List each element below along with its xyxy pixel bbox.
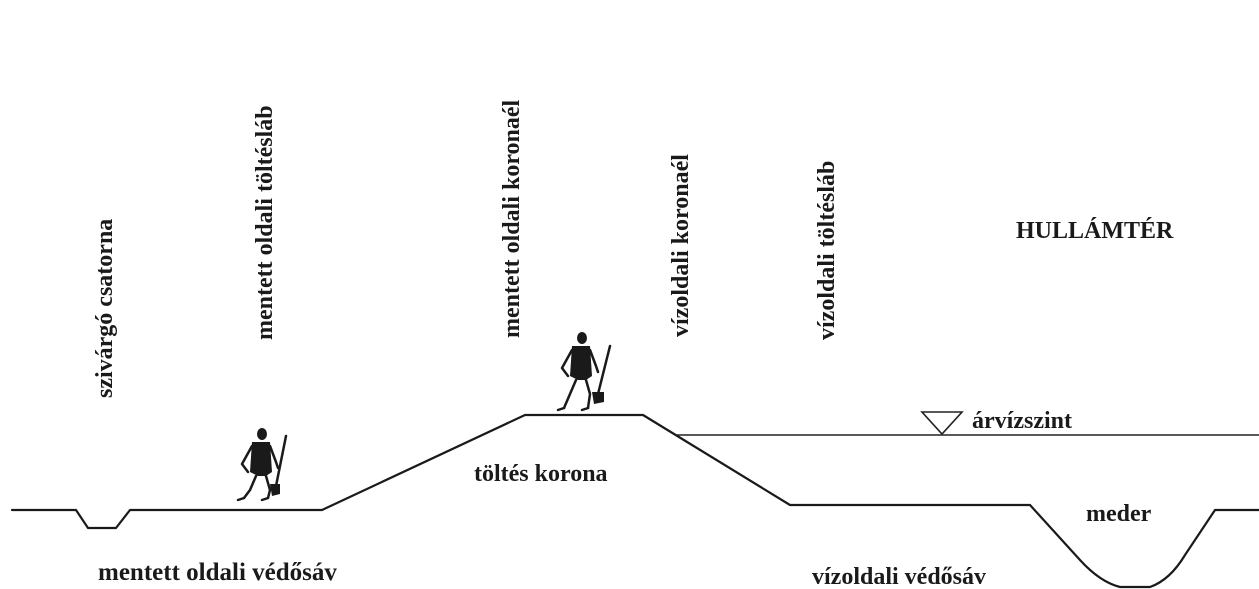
label-mentett-oldali-koronael: mentett oldali koronaél (499, 99, 525, 338)
label-szivargo-csatorna: szivárgó csatorna (92, 219, 118, 398)
label-arvizszint: árvízszint (972, 408, 1072, 434)
label-vizoldali-tolteslab: vízoldali töltésláb (814, 161, 840, 340)
worker-with-shovel-icon (556, 332, 612, 412)
label-meder: meder (1086, 501, 1152, 527)
label-hullamter: HULLÁMTÉR (1016, 218, 1174, 244)
ground-profile-line (10, 413, 1259, 589)
label-mentett-oldali-vedosav: mentett oldali védősáv (98, 559, 337, 586)
label-mentett-oldali-tolteslab: mentett oldali töltésláb (252, 105, 278, 340)
label-toltes-korona: töltés korona (474, 461, 608, 487)
label-vizoldali-koronael: vízoldali koronaél (668, 154, 694, 337)
label-vizoldali-vedosav: vízoldali védősáv (812, 564, 986, 589)
worker-with-shovel-icon (236, 428, 288, 502)
down-triangle-icon (920, 411, 964, 436)
